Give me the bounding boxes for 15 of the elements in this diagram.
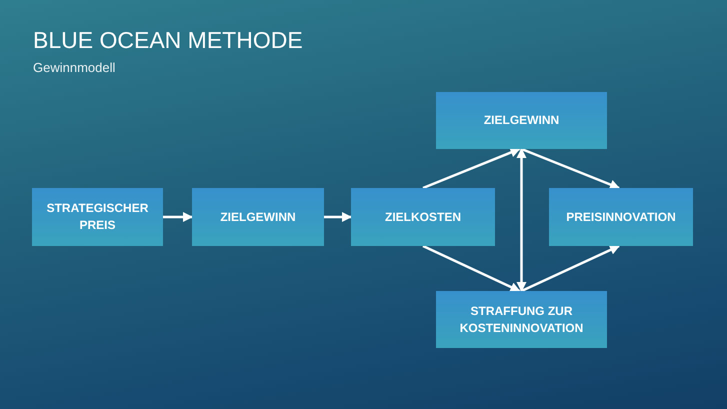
arrow [422, 148, 520, 190]
arrow [521, 148, 620, 190]
process-box: PREISINNOVATION [549, 188, 693, 246]
arrow [520, 244, 620, 292]
process-box: STRAFFUNG ZUR KOSTENINNOVATION [436, 291, 607, 348]
process-box: ZIELKOSTEN [351, 188, 495, 246]
arrow [163, 212, 193, 222]
slide-subtitle: Gewinnmodell [33, 59, 116, 77]
process-box: ZIELGEWINN [436, 92, 607, 149]
process-box: STRATEGISCHER PREIS [32, 188, 163, 246]
arrow [516, 148, 526, 292]
arrow [324, 212, 352, 222]
arrow [422, 244, 520, 292]
slide-title: BLUE OCEAN METHODE [33, 26, 303, 55]
process-box: ZIELGEWINN [192, 188, 324, 246]
